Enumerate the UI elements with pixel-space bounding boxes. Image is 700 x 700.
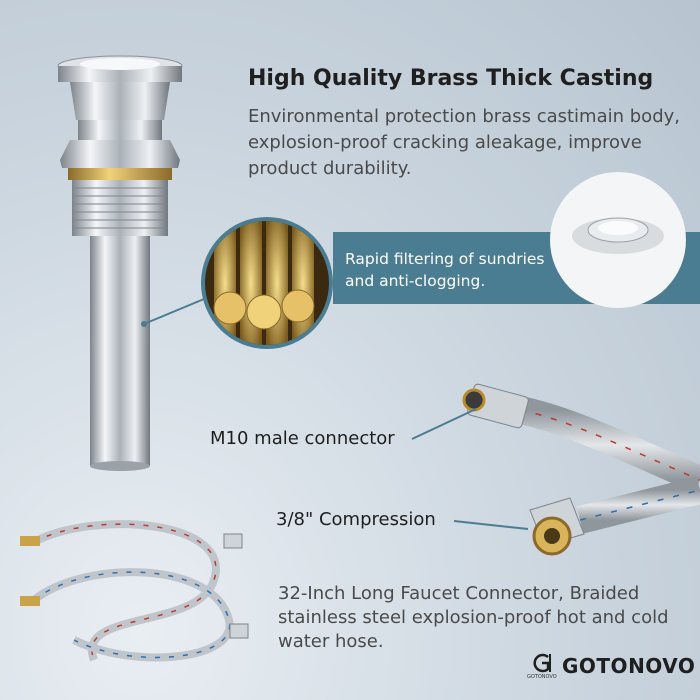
coiled-hoses-illustration: [20, 520, 249, 662]
brand-logo-icon: GOTONOVO: [527, 652, 557, 680]
headline: High Quality Brass Thick Casting: [248, 66, 654, 91]
brass-rods-closeup: [201, 217, 333, 349]
description: Environmental protection brass castimain…: [248, 106, 680, 179]
m10-label: M10 male connector: [210, 428, 395, 449]
brand-logo-text: GOTONOVO: [527, 674, 557, 680]
hose-description: 32-Inch Long Faucet Connector, Braided s…: [278, 583, 669, 652]
drain-top-closeup: [550, 172, 686, 308]
compression-label: 3/8" Compression: [276, 509, 436, 530]
m10-pointer-line: [411, 408, 477, 440]
drain-stopper-illustration: [57, 55, 183, 471]
hose-connectors-illustration: [462, 383, 700, 556]
brand-block: GOTONOVO GOTONOVO: [527, 652, 696, 680]
compression-pointer-line: [453, 520, 529, 530]
callout-text: Rapid filtering of sundries and anti-clo…: [345, 250, 545, 290]
brand-name: GOTONOVO: [562, 654, 696, 678]
